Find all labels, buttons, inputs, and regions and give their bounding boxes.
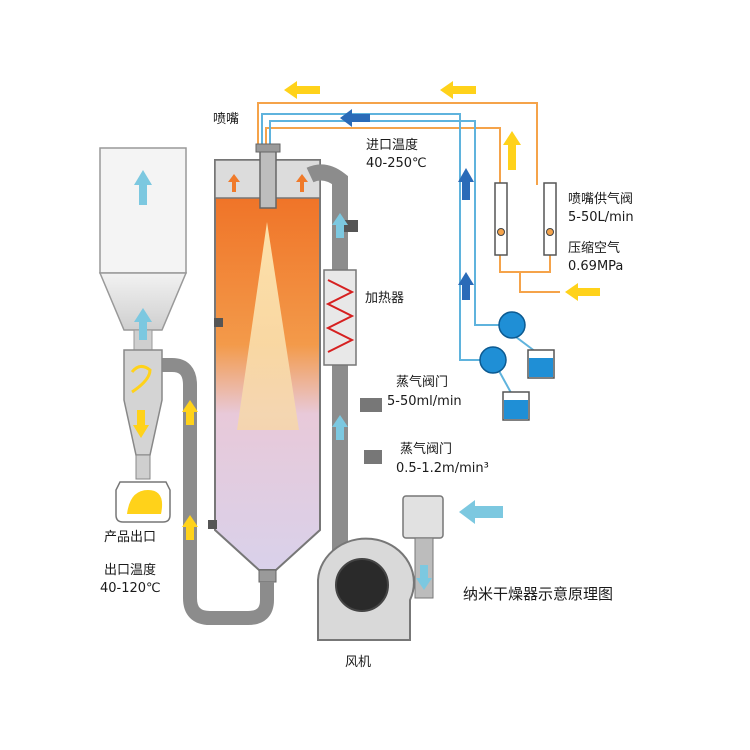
outlet-temp-title: 出口温度 (104, 562, 156, 578)
compressed-air-value: 0.69MPa (568, 259, 623, 274)
flow-meter-2[interactable] (543, 182, 557, 256)
steam-valve-2-value: 0.5-1.2m/min³ (396, 461, 489, 476)
compressed-air-line (257, 102, 538, 185)
supply-lines (257, 102, 560, 361)
flow-meters (494, 182, 557, 256)
steam-valve-1-title: 蒸气阀门 (396, 374, 448, 390)
nozzle-label: 喷嘴 (213, 112, 239, 127)
blue-arrow-up-2 (458, 272, 474, 300)
return-pipe (160, 358, 274, 625)
fan-rotor (335, 558, 389, 612)
nozzle-body[interactable] (259, 147, 277, 209)
blue-arrow-left (340, 109, 370, 127)
compressed-air-inlet (519, 272, 560, 293)
yellow-arrow-left-2 (284, 81, 320, 99)
air-inlet-arrow (459, 500, 503, 524)
pump-2[interactable] (479, 346, 507, 374)
blue-arrow-up-1 (458, 168, 474, 200)
product-powder (127, 490, 163, 514)
nozzle-air-valve-value: 5-50L/min (568, 210, 634, 225)
chamber-to-cyclone-pipe (160, 358, 274, 625)
fan-label: 风机 (345, 655, 371, 670)
yellow-arrow-left-1 (440, 81, 476, 99)
hopper-cone (98, 272, 188, 331)
diagram-title: 纳米干燥器示意原理图 (463, 585, 613, 603)
inlet-temp-title: 进口温度 (366, 137, 418, 153)
hot-air-duct (306, 164, 348, 610)
steam-line-2 (269, 120, 500, 326)
inlet-temp-value: 40-250℃ (366, 156, 427, 171)
outlet-temp-value: 40-120℃ (100, 581, 161, 596)
steam-line-1 (261, 113, 480, 361)
drying-chamber (208, 143, 321, 583)
steam-valve-2-title: 蒸气阀门 (400, 441, 452, 457)
collection-hopper[interactable] (99, 147, 187, 274)
product-outlet-label: 产品出口 (104, 530, 156, 545)
steam-valve-1-value: 5-50ml/min (387, 394, 462, 409)
cyclone-assembly (98, 147, 188, 523)
pumps (479, 311, 555, 421)
duct-arrow-up-1 (332, 213, 348, 238)
heater-coil (325, 279, 355, 353)
heater-label: 加热器 (365, 291, 404, 306)
yellow-arrow-up-right (503, 131, 521, 170)
chamber-outlet (258, 569, 277, 583)
labels: 喷嘴 进口温度 40-250℃ 喷嘴供气阀 5-50L/min 压缩空气 0.6… (100, 112, 634, 670)
spray-cone (237, 222, 299, 430)
nozzle-feed-line (265, 127, 501, 185)
flow-meter-1-float (497, 228, 505, 236)
fan-assembly (317, 495, 503, 641)
pump-1[interactable] (498, 311, 526, 339)
flow-meter-1[interactable] (494, 182, 508, 256)
compressed-air-title: 压缩空气 (568, 240, 620, 256)
duct-arrow-up-2 (332, 415, 348, 440)
nozzle-air-valve-title: 喷嘴供气阀 (568, 191, 633, 207)
yellow-arrow-compressed (565, 283, 600, 301)
motor-arrow-down (416, 565, 432, 590)
fan-motor[interactable] (402, 495, 444, 539)
top-arrows (284, 81, 600, 301)
valve-feed-orange (499, 255, 551, 273)
flow-meter-2-float (546, 228, 554, 236)
